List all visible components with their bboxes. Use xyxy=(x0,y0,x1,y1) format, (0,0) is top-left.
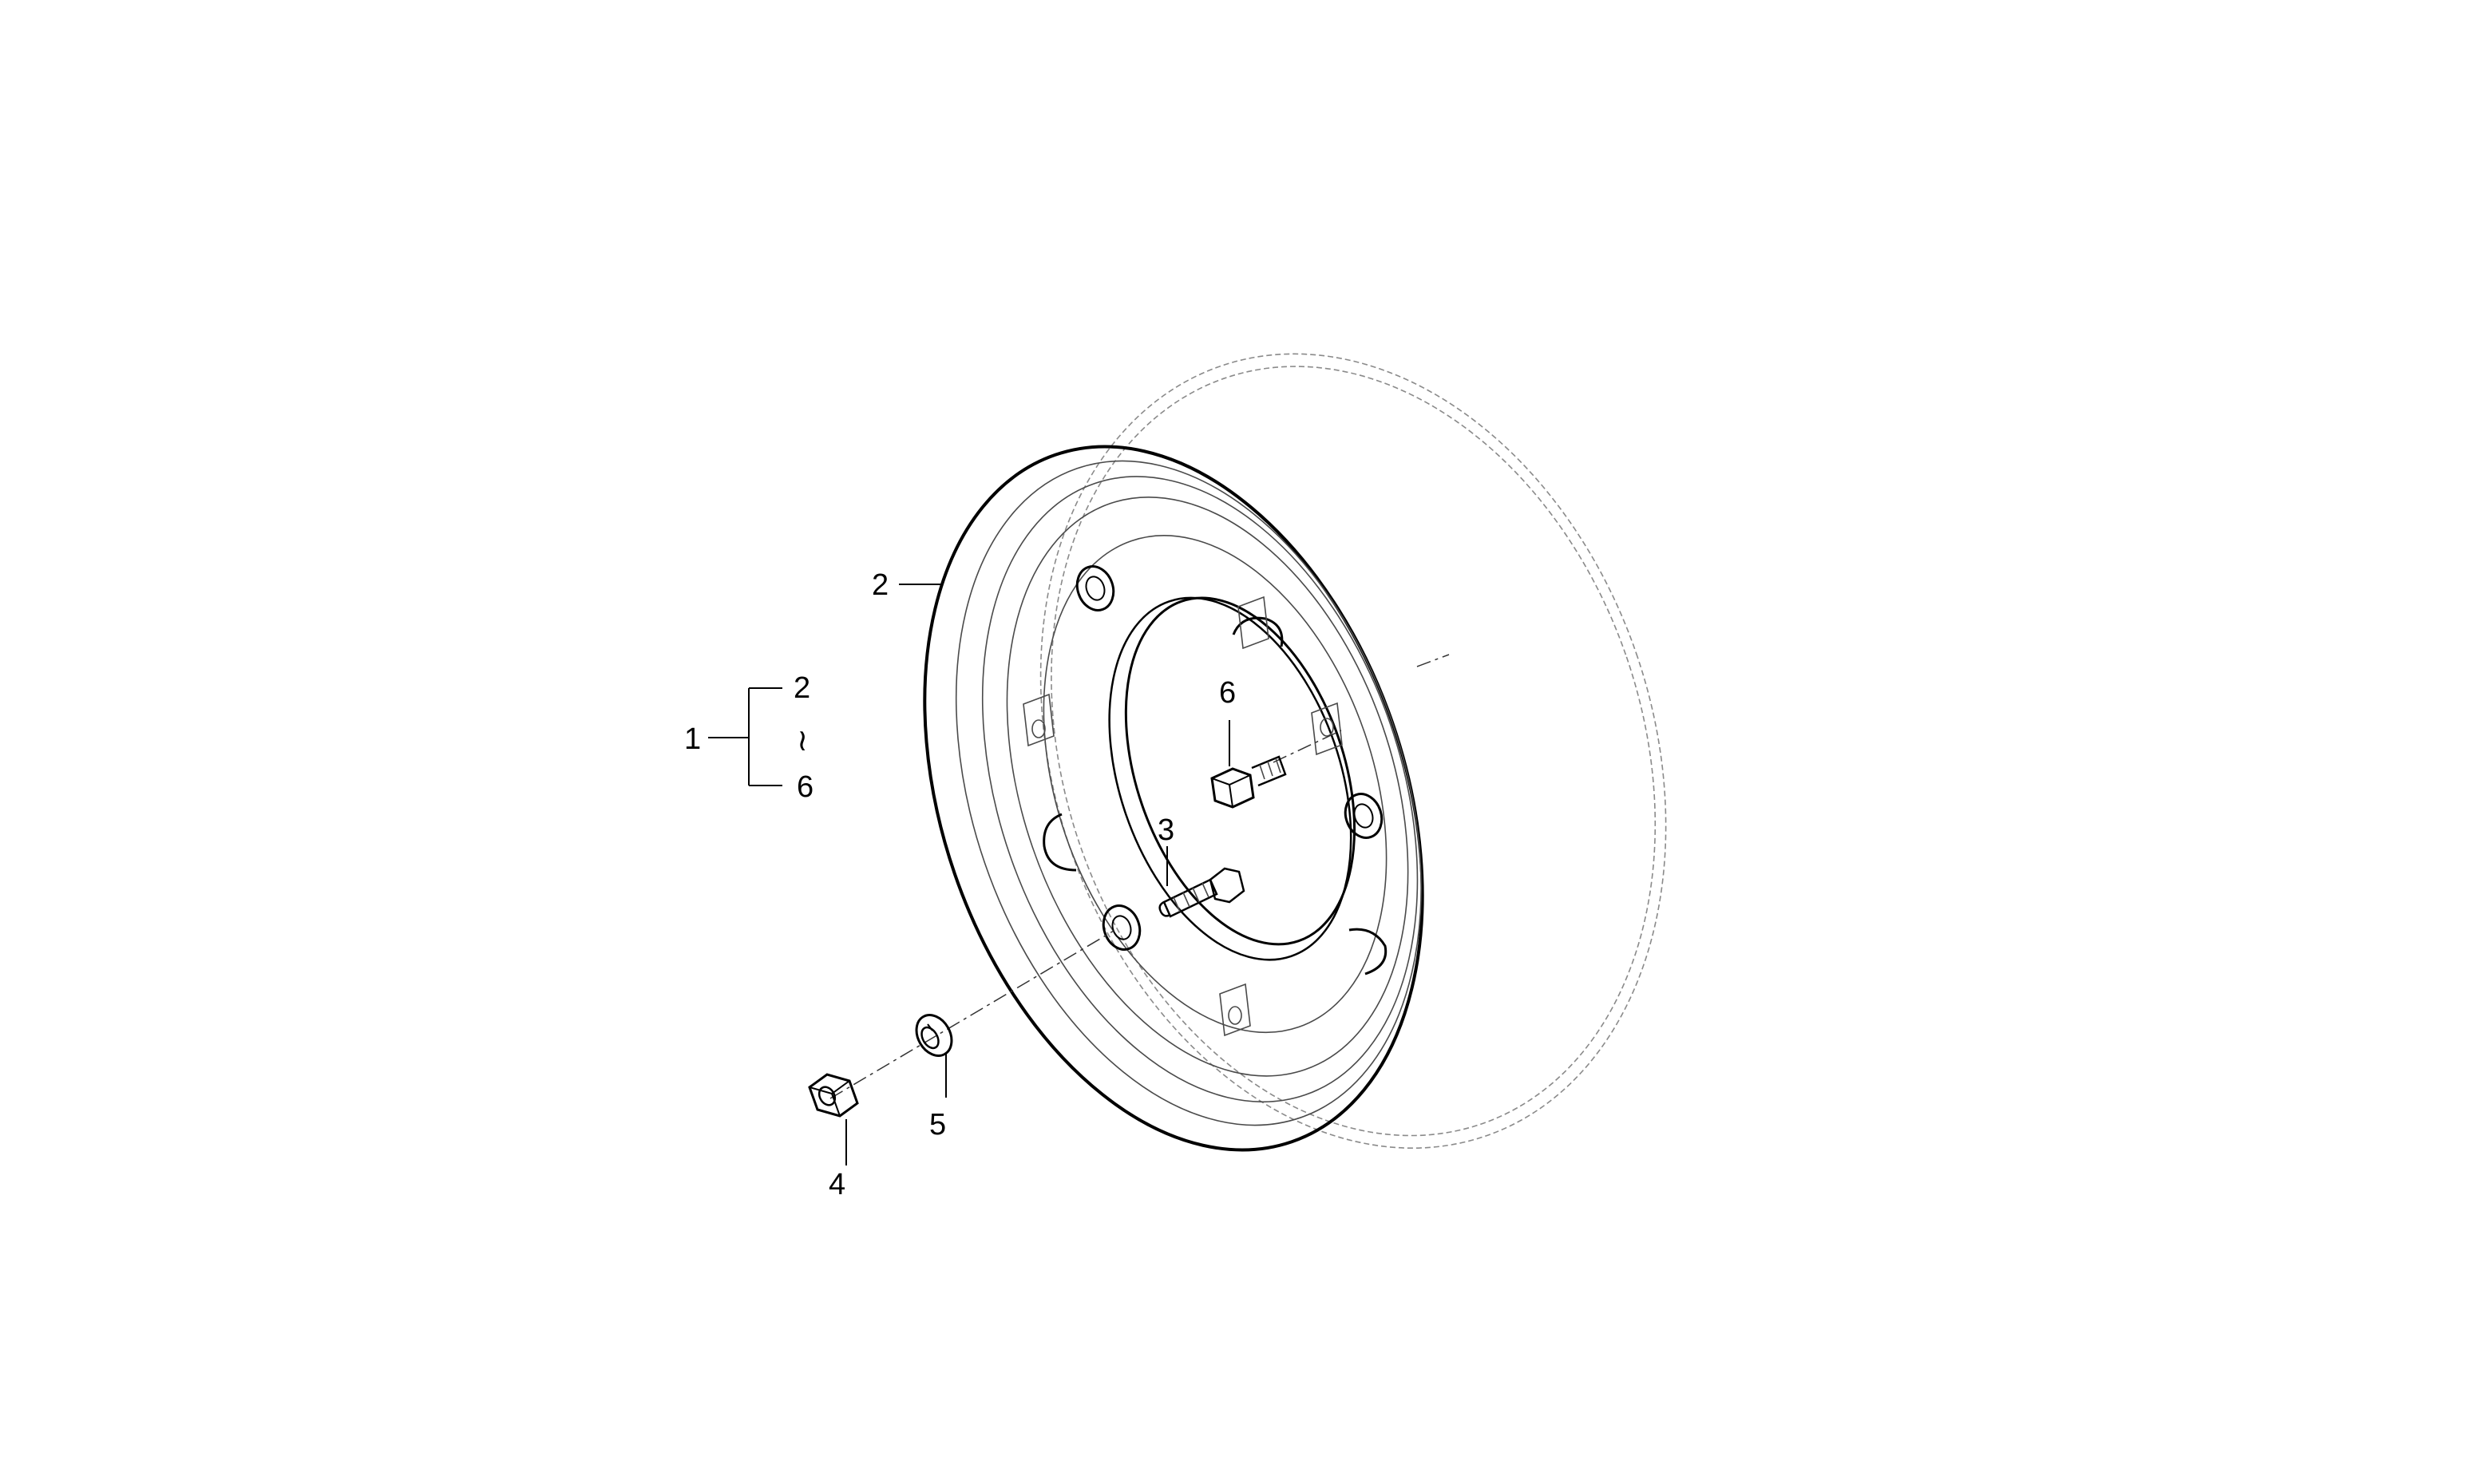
square-slots xyxy=(1023,596,1343,1037)
wheel-rim-disc xyxy=(923,445,1424,1152)
spring-washer-part-5 xyxy=(915,1014,953,1057)
callout-washer-5: 5 xyxy=(929,1108,946,1142)
callout-bolt-6: 6 xyxy=(1219,676,1236,710)
callout-labels: 1 2 ≀ 6 2 6 3 5 4 xyxy=(684,568,1236,1201)
callout-range-end: 6 xyxy=(797,770,814,804)
phantom-tyre-outline xyxy=(1039,353,1667,1150)
callout-stud-3: 3 xyxy=(1158,813,1174,847)
leader-lines xyxy=(708,584,1230,1165)
bore-notches xyxy=(1043,616,1388,975)
stud-hole-top xyxy=(1075,565,1115,611)
callout-range-start: 2 xyxy=(794,671,810,705)
hex-nut-part-4 xyxy=(808,1073,859,1118)
stud-part-3 xyxy=(1158,867,1245,918)
callout-range-separator: ≀ xyxy=(797,724,808,758)
callout-rim-2: 2 xyxy=(872,568,889,602)
square-slot-left xyxy=(1023,693,1055,747)
callout-assembly-1: 1 xyxy=(684,722,701,756)
callout-nut-4: 4 xyxy=(829,1168,845,1201)
stud-hole-right xyxy=(1344,793,1384,839)
square-slot-right xyxy=(1311,702,1343,756)
stud-holes xyxy=(1075,565,1384,951)
hex-bolt-part-6 xyxy=(1210,755,1287,809)
square-slot-bottom xyxy=(1219,983,1251,1037)
assembly-axis-lines xyxy=(829,654,1450,1099)
square-slot-upper xyxy=(1237,596,1269,650)
